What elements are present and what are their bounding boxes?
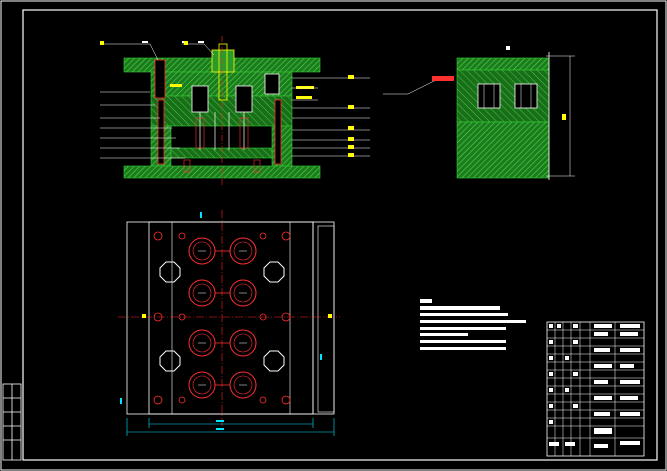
sprue-bushing [211,49,235,73]
dimensions [120,212,335,436]
margin-marks [2,383,22,461]
cavities [188,237,257,399]
section-leaders-right [292,77,370,157]
side-core-plate [456,121,550,179]
plan-view [118,210,340,436]
title-block [546,321,645,457]
side-top-plate [456,57,550,71]
bolt-holes [153,231,291,405]
section-view [100,36,370,186]
section-leaders-left [100,43,185,159]
core-plate [150,95,293,127]
bosses [159,261,285,372]
ejector-plate [170,147,273,159]
side-view [383,46,575,180]
technical-notes [420,299,526,350]
inner-frame [22,9,658,461]
